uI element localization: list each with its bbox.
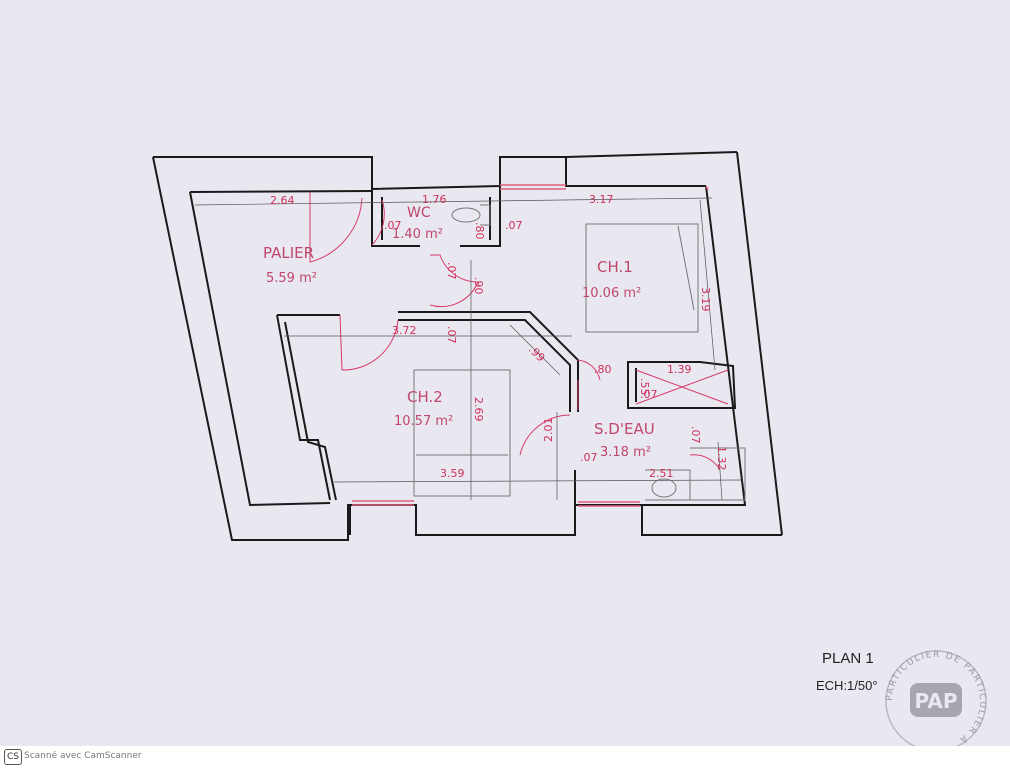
dim-0-07-palier: .07 [445, 262, 458, 280]
seal-logo-text: PAP [915, 689, 958, 713]
dim-0-90: .90 [472, 277, 485, 295]
dim-0-80-sdeau: .80 [594, 363, 612, 376]
camscanner-icon: CS [4, 749, 22, 765]
dim-2-64: 2.64 [270, 194, 295, 207]
dim-1-39: 1.39 [667, 363, 692, 376]
dim-1-32: 1.32 [715, 446, 728, 471]
room-name-sdeau: S.D'EAU [594, 420, 655, 438]
dim-3-19: 3.19 [699, 287, 712, 312]
room-name-ch2: CH.2 [407, 388, 443, 406]
pap-seal-logo: PARTICULIER DE PARTICULIER À PAP [885, 650, 987, 752]
room-name-wc: WC [407, 205, 431, 221]
room-area-ch1: 10.06 m² [582, 286, 641, 301]
dim-3-17: 3.17 [589, 193, 614, 206]
dim-2-69: 2.69 [472, 397, 485, 422]
dim-3-59: 3.59 [440, 467, 465, 480]
dim-0-55: .55 [638, 378, 651, 396]
plan-title: PLAN 1 [822, 650, 874, 667]
room-area-ch2: 10.57 m² [394, 414, 453, 429]
dimension-lines [194, 197, 743, 501]
room-name-palier: PALIER [263, 244, 314, 262]
camscanner-text: Scanné avec CamScanner [24, 751, 142, 761]
dim-0-07-shower: .07 [640, 388, 658, 401]
furniture [413, 204, 746, 501]
dim-0-07-ch2: .07 [445, 326, 458, 344]
dim-0-80-wc: .80 [473, 222, 486, 240]
scanner-footer [0, 746, 1010, 768]
dim-0-07-wc-left: .07 [384, 219, 402, 232]
plan-scale: ECH:1/50° [816, 678, 878, 693]
dim-2-51: 2.51 [649, 467, 674, 480]
dim-2-01: 2.01 [542, 418, 555, 443]
doors [309, 192, 721, 471]
walls [152, 151, 783, 541]
room-area-sdeau: 3.18 m² [600, 445, 651, 460]
room-name-ch1: CH.1 [597, 258, 633, 276]
dim-3-72: 3.72 [392, 324, 417, 337]
dim-1-76: 1.76 [422, 193, 447, 206]
room-area-wc: 1.40 m² [392, 227, 443, 242]
room-area-palier: 5.59 m² [266, 271, 317, 286]
dim-0-99: .99 [526, 343, 548, 365]
dim-0-07-sdeau-right: .07 [689, 426, 702, 444]
dim-0-07-wc-right: .07 [505, 219, 523, 232]
windows [352, 184, 709, 507]
dim-0-07-sdeau-door: .07 [580, 451, 598, 464]
